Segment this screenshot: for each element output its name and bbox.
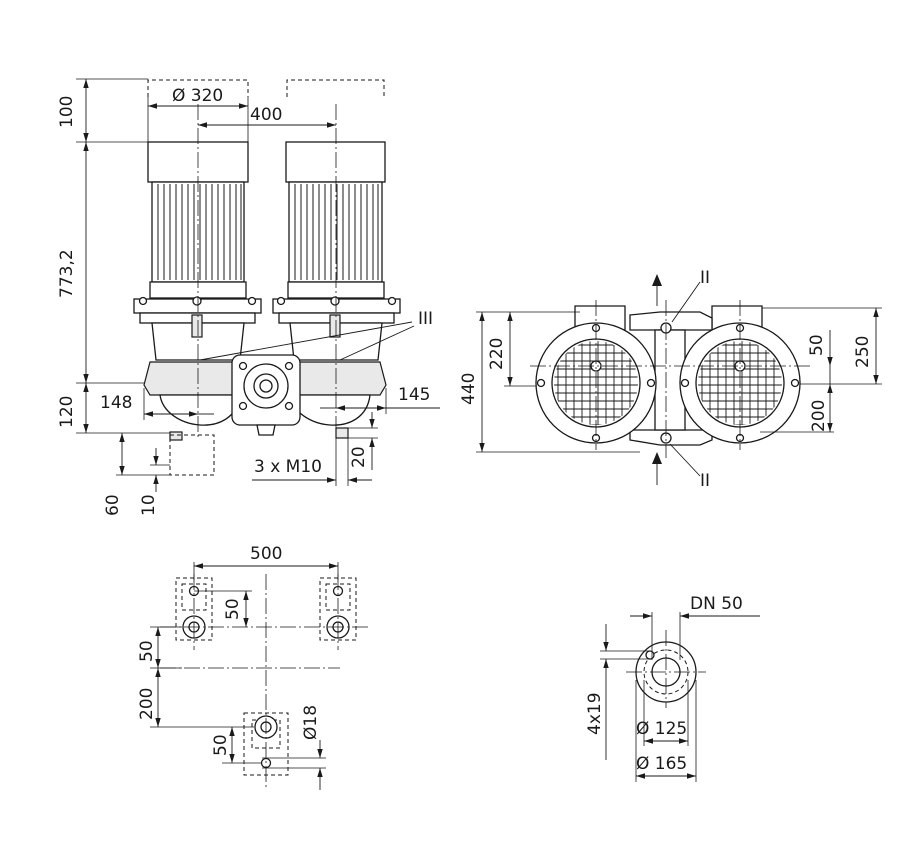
dim-axis-distance: 400: [250, 105, 282, 125]
motor-right: [272, 141, 401, 361]
dim-thread-depth: 20: [349, 446, 369, 468]
dim-flange-outer: Ø 165: [636, 754, 687, 774]
dim-foundation-50-bottom: 50: [211, 734, 231, 756]
dim-250: 250: [853, 336, 873, 368]
dim-220: 220: [487, 338, 507, 370]
dim-motor-diameter: Ø 320: [172, 86, 223, 106]
dim-foundation-50-left: 50: [137, 640, 157, 662]
dim-thread: 3 x M10: [254, 457, 322, 477]
dim-foundation-width: 500: [250, 544, 282, 564]
dim-foot-60: 60: [103, 494, 123, 516]
pump-housing: [143, 354, 387, 441]
dim-flange-pitch: Ø 125: [636, 719, 687, 739]
foundation-plan: 500 50 50 200 50 Ø18: [137, 544, 368, 790]
dim-foundation-50-top: 50: [223, 598, 243, 620]
callout-iii: III: [418, 309, 433, 329]
dim-flange-nominal: DN 50: [690, 594, 743, 614]
dim-right-offset: 145: [398, 385, 430, 405]
callout-ii-top: II: [700, 268, 710, 288]
dim-overall-depth: 440: [459, 373, 479, 405]
dim-base-height: 120: [57, 396, 77, 428]
callout-ii-bottom: II: [700, 471, 710, 491]
dim-200: 200: [809, 400, 829, 432]
dim-top-clearance: 100: [57, 96, 77, 128]
motor-left: [133, 141, 262, 361]
dim-foundation-hole: Ø18: [301, 705, 321, 740]
motor-envelope-left: [147, 79, 249, 97]
dim-50: 50: [807, 334, 827, 356]
flange-detail: DN 50 4x19 Ø 125 Ø 165: [585, 594, 760, 782]
foot-outline: [169, 434, 215, 476]
dim-foundation-200: 200: [137, 688, 157, 720]
dim-foot-10: 10: [139, 494, 159, 516]
front-view: Ø 320 400 100 773,2 120 148 145 3 x M10: [57, 78, 440, 516]
dim-flange-holes: 4x19: [585, 692, 605, 735]
top-view: II II 440 220 250 50 200: [459, 268, 882, 491]
dim-left-offset: 148: [100, 393, 132, 413]
motor-envelope-right: [286, 79, 385, 97]
dim-motor-height: 773,2: [57, 249, 77, 298]
